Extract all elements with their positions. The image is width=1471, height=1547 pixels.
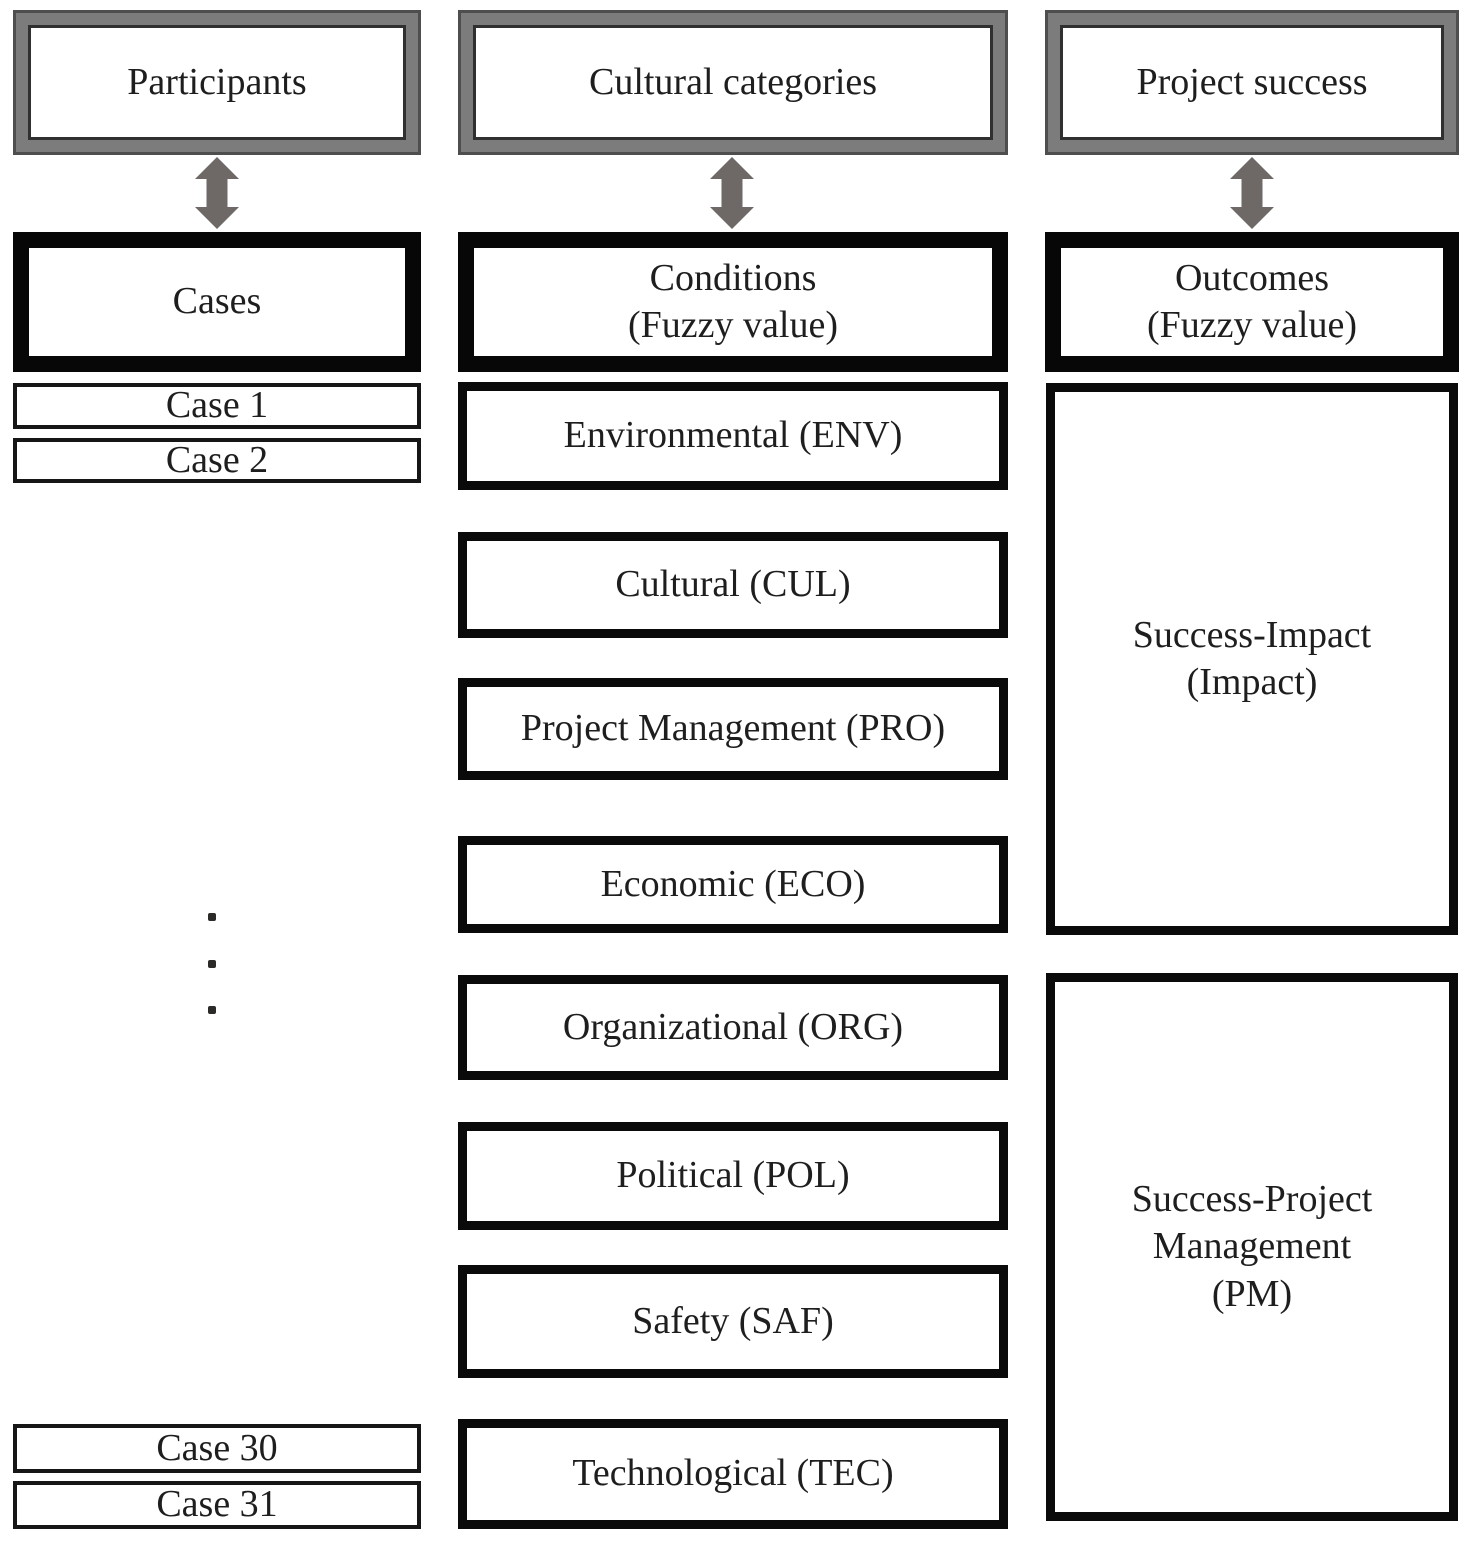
case-row-2: Case 2 <box>13 438 421 483</box>
conditions-group-label: Conditions (Fuzzy value) <box>628 256 838 347</box>
category-label-economic: Economic (ECO) <box>600 862 866 905</box>
outcome-label-success-project-management: Success-Project Management (PM) <box>1131 1177 1373 1315</box>
outcomes-group-box: Outcomes (Fuzzy value) <box>1045 232 1459 372</box>
outcome-label-success-impact: Success-Impact (Impact) <box>1132 613 1372 704</box>
outcomes-group-label: Outcomes (Fuzzy value) <box>1147 256 1357 347</box>
category-label-technological: Technological (TEC) <box>572 1452 894 1495</box>
participants-header-box: Participants <box>13 10 421 155</box>
category-box-cultural: Cultural (CUL) <box>458 532 1008 638</box>
cultural-categories-header-label: Cultural categories <box>588 60 878 103</box>
case-row-1-label: Case 1 <box>165 384 269 427</box>
category-label-political: Political (POL) <box>616 1154 850 1197</box>
conditions-group-box: Conditions (Fuzzy value) <box>458 232 1008 372</box>
ellipsis-dot <box>208 913 216 921</box>
case-row-2-label: Case 2 <box>165 438 269 481</box>
category-label-safety: Safety (SAF) <box>632 1299 834 1342</box>
cases-group-box: Cases <box>13 232 421 372</box>
category-label-organizational: Organizational (ORG) <box>562 1005 904 1048</box>
participants-header-inner: Participants <box>28 25 406 140</box>
project-success-header-inner: Project success <box>1060 25 1444 140</box>
case-row-30-label: Case 30 <box>156 1426 278 1469</box>
categories-conditions-double-arrow-icon <box>710 157 754 229</box>
ellipsis-dot <box>208 960 216 968</box>
ellipsis-dot <box>208 1006 216 1014</box>
category-box-political: Political (POL) <box>458 1122 1008 1230</box>
category-box-technological: Technological (TEC) <box>458 1419 1008 1529</box>
case-row-1: Case 1 <box>13 383 421 429</box>
category-label-environmental: Environmental (ENV) <box>563 414 903 457</box>
case-row-31-label: Case 31 <box>156 1483 278 1526</box>
outcome-box-success-impact: Success-Impact (Impact) <box>1046 383 1458 935</box>
case-row-30: Case 30 <box>13 1424 421 1473</box>
cases-group-label: Cases <box>172 280 262 323</box>
category-label-cultural: Cultural (CUL) <box>615 563 851 606</box>
participants-cases-double-arrow-icon <box>195 157 239 229</box>
success-outcomes-double-arrow-icon <box>1230 157 1274 229</box>
category-label-project-management: Project Management (PRO) <box>520 707 946 750</box>
category-box-environmental: Environmental (ENV) <box>458 382 1008 490</box>
category-box-economic: Economic (ECO) <box>458 836 1008 933</box>
category-box-safety: Safety (SAF) <box>458 1265 1008 1378</box>
participants-header-label: Participants <box>127 60 307 103</box>
cultural-categories-header-box: Cultural categories <box>458 10 1008 155</box>
category-box-organizational: Organizational (ORG) <box>458 975 1008 1080</box>
project-success-header-box: Project success <box>1045 10 1459 155</box>
category-box-project-management: Project Management (PRO) <box>458 678 1008 780</box>
cultural-categories-header-inner: Cultural categories <box>473 25 993 140</box>
outcome-box-success-project-management: Success-Project Management (PM) <box>1046 973 1458 1521</box>
project-success-header-label: Project success <box>1136 60 1368 103</box>
case-row-31: Case 31 <box>13 1481 421 1529</box>
